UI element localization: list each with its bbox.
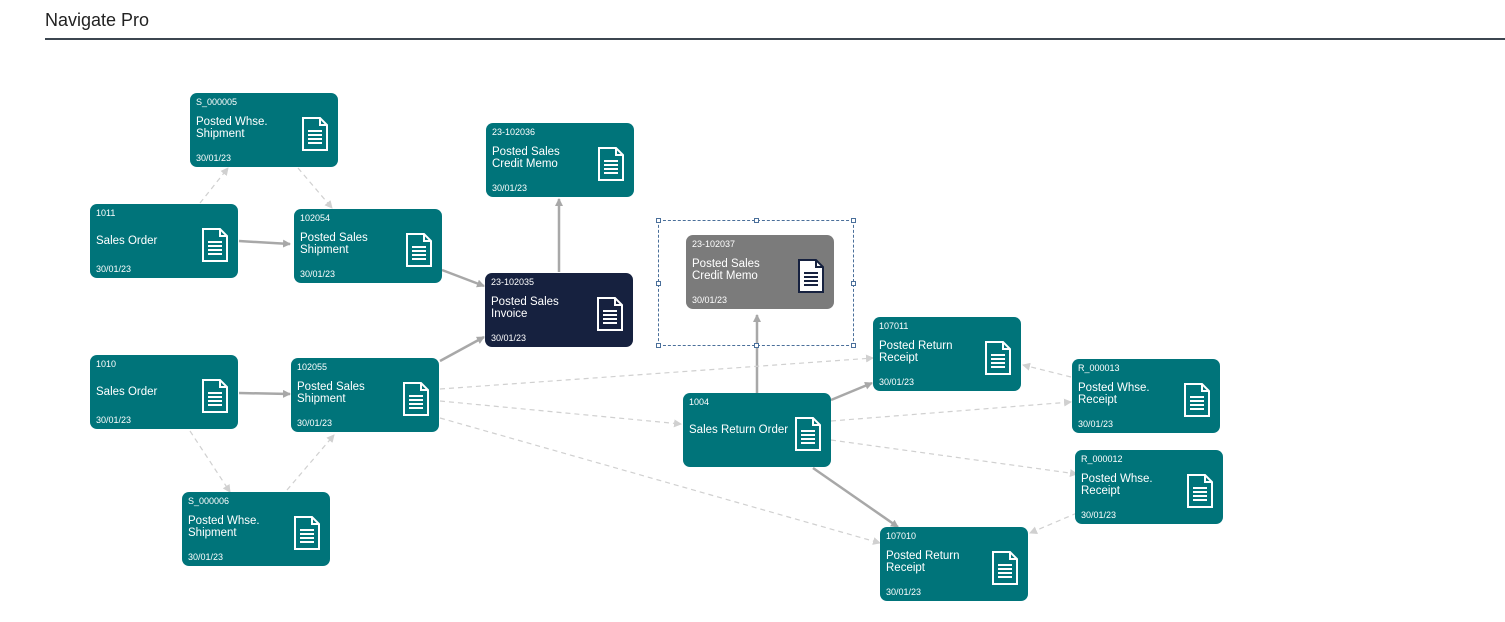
document-icon: [294, 516, 320, 550]
edge: [830, 381, 873, 402]
node-id: 23-102036: [492, 127, 536, 137]
node-id: R_000012: [1081, 454, 1123, 464]
node-date: 30/01/23: [886, 587, 922, 597]
node-id: 1004: [689, 397, 710, 407]
edge: [199, 167, 229, 204]
resize-handle[interactable]: [754, 343, 759, 348]
document-icon: [406, 233, 432, 267]
node-posted-return-receipt[interactable]: 107011 Posted Return Receipt 30/01/23: [873, 317, 1021, 391]
node-id: 1011: [96, 208, 116, 218]
node-type: Sales Return Order: [689, 424, 789, 436]
edge: [439, 417, 881, 545]
node-id: 102054: [300, 213, 331, 223]
node-type: Posted Whse. Receipt: [1081, 473, 1153, 497]
node-type: Sales Order: [96, 386, 158, 398]
resize-handle[interactable]: [656, 281, 661, 286]
resize-handle[interactable]: [851, 343, 856, 348]
node-posted-whse-receipt[interactable]: R_000013 Posted Whse. Receipt 30/01/23: [1072, 359, 1220, 433]
node-date: 30/01/23: [492, 183, 528, 193]
edge: [238, 389, 291, 398]
node-type: Posted Whse. Receipt: [1078, 382, 1150, 406]
node-posted-whse-shipment[interactable]: S_000006 Posted Whse. Shipment 30/01/23: [182, 492, 330, 566]
node-date: 30/01/23: [196, 153, 232, 163]
node-type: Posted Sales Invoice: [491, 296, 559, 320]
document-icon: [1187, 474, 1213, 508]
node-id: 23-102037: [692, 239, 736, 249]
node-id: 102055: [297, 362, 328, 372]
document-icon: [302, 117, 328, 151]
node-id: 107011: [879, 321, 909, 331]
node-type: Sales Order: [96, 235, 158, 247]
node-date: 30/01/23: [879, 377, 915, 387]
node-id: S_000006: [188, 496, 230, 506]
resize-handle[interactable]: [656, 218, 661, 223]
node-date: 30/01/23: [96, 415, 132, 425]
resize-handle[interactable]: [754, 218, 759, 223]
node-posted-sales-shipment[interactable]: 102055 Posted Sales Shipment 30/01/23: [291, 358, 439, 432]
document-icon: [202, 379, 228, 413]
document-icon: [795, 417, 821, 451]
edge: [297, 167, 333, 209]
node-posted-sales-shipment[interactable]: 102054 Posted Sales Shipment 30/01/23: [294, 209, 442, 283]
edge: [439, 354, 874, 390]
edge: [238, 239, 291, 248]
node-sales-order[interactable]: 1011 Sales Order 30/01/23: [90, 204, 238, 278]
selection-box[interactable]: [656, 218, 856, 348]
document-icon: [597, 297, 623, 331]
resize-handle[interactable]: [656, 343, 661, 348]
edge: [439, 335, 485, 363]
node-date: 30/01/23: [297, 418, 333, 428]
document-icon: [403, 382, 429, 416]
node-date: 30/01/23: [1078, 419, 1114, 429]
document-icon: [798, 259, 824, 293]
node-date: 30/01/23: [300, 269, 336, 279]
node-date: 30/01/23: [96, 264, 132, 274]
edge: [286, 434, 335, 491]
node-date: 30/01/23: [491, 333, 527, 343]
node-id: S_000005: [196, 97, 238, 107]
edge: [812, 466, 899, 529]
document-icon: [985, 341, 1011, 375]
node-date: 30/01/23: [188, 552, 224, 562]
header-bar: Navigate Pro: [45, 10, 1505, 40]
node-posted-sales-credit-memo[interactable]: 23-102036 Posted Sales Credit Memo 30/01…: [486, 123, 634, 197]
edge: [439, 400, 682, 428]
node-date: 30/01/23: [1081, 510, 1117, 520]
resize-handle[interactable]: [851, 281, 856, 286]
node-type: Posted Return Receipt: [886, 550, 960, 574]
node-date: 30/01/23: [692, 295, 728, 305]
node-posted-return-receipt[interactable]: 107010 Posted Return Receipt 30/01/23: [880, 527, 1028, 601]
edge: [1029, 512, 1078, 534]
edge: [441, 268, 485, 288]
node-id: R_000013: [1078, 363, 1120, 373]
document-icon: [202, 228, 228, 262]
node-type: Posted Sales Credit Memo: [492, 146, 560, 170]
node-sales-return-order[interactable]: 1004 Sales Return Order: [683, 393, 831, 467]
node-type: Posted Whse. Shipment: [196, 116, 268, 140]
node-posted-whse-shipment[interactable]: S_000005 Posted Whse. Shipment 30/01/23: [190, 93, 338, 167]
node-type: Posted Sales Credit Memo: [692, 258, 760, 282]
node-id: 107010: [886, 531, 917, 541]
node-type: Posted Return Receipt: [879, 340, 953, 364]
node-type: Posted Sales Shipment: [300, 232, 368, 256]
node-sales-order[interactable]: 1010 Sales Order 30/01/23: [90, 355, 238, 429]
document-icon: [598, 147, 624, 181]
node-posted-sales-invoice[interactable]: 23-102035 Posted Sales Invoice 30/01/23: [485, 273, 633, 347]
node-type: Posted Sales Shipment: [297, 381, 365, 405]
edge: [830, 439, 1078, 478]
node-type: Posted Whse. Shipment: [188, 515, 260, 539]
node-posted-sales-credit-memo-draft[interactable]: 23-102037 Posted Sales Credit Memo 30/01…: [686, 235, 834, 309]
edge: [1022, 362, 1072, 378]
page-title: Navigate Pro: [45, 10, 150, 30]
document-icon: [992, 551, 1018, 585]
edge: [830, 398, 1072, 422]
resize-handle[interactable]: [851, 218, 856, 223]
node-posted-whse-receipt[interactable]: R_000012 Posted Whse. Receipt 30/01/23: [1075, 450, 1223, 524]
node-id: 23-102035: [491, 277, 535, 287]
document-icon: [1184, 383, 1210, 417]
edge: [189, 430, 231, 493]
node-id: 1010: [96, 359, 117, 369]
